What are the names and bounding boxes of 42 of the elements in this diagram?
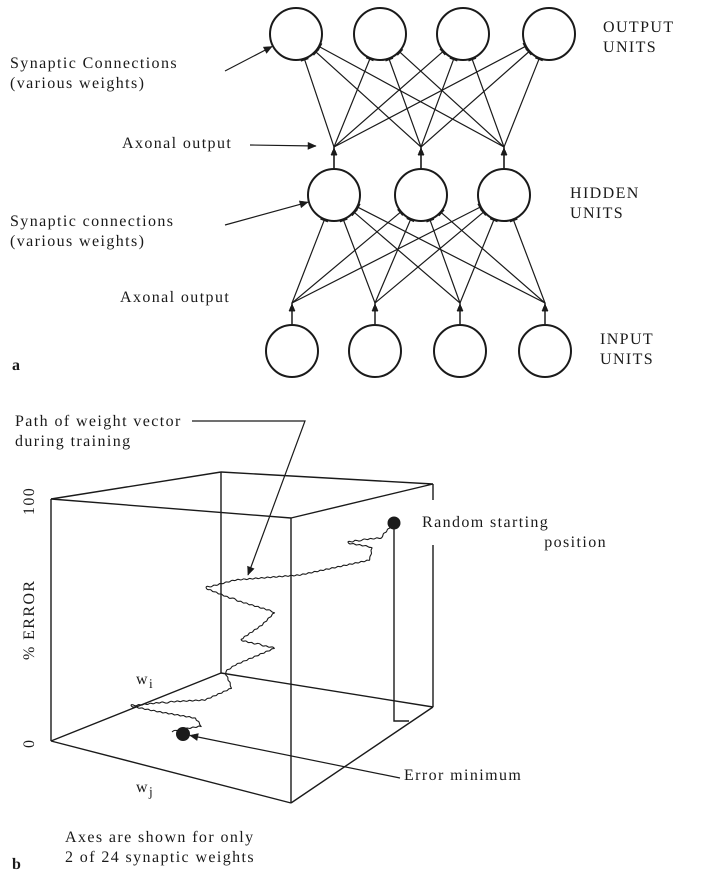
axis-tick-label: 0 <box>20 738 39 748</box>
leader-arrow <box>224 46 272 72</box>
callout-text: Synaptic connections (various weights) <box>10 212 210 252</box>
panel-letter: a <box>12 356 22 376</box>
callout-text: Synaptic Connections (various weights) <box>10 54 210 94</box>
minimum-dot <box>176 727 190 741</box>
axis-label: % ERROR <box>20 580 39 660</box>
connection-line <box>500 56 544 168</box>
panel-letter: b <box>12 855 22 875</box>
axis-tick-label: 100 <box>20 486 39 515</box>
callout-text: Axonal output <box>120 288 230 308</box>
unit-circle <box>269 7 323 61</box>
connection-line <box>509 218 548 324</box>
callout-text: Path of weight vector during training <box>15 412 215 452</box>
unit-circle <box>348 324 402 378</box>
unit-circle <box>353 7 407 61</box>
layer-label: INPUT UNITS <box>600 330 656 370</box>
unit-circle <box>433 324 487 378</box>
axis-variable-label: w$_{j}$ <box>136 778 154 802</box>
layer-label: HIDDEN UNITS <box>570 184 641 224</box>
unit-circle <box>522 7 576 61</box>
connection-line <box>288 202 483 324</box>
leader-arrow <box>192 420 306 576</box>
callout-text: Axonal output <box>122 134 247 154</box>
leader-arrow <box>224 200 308 226</box>
unit-circle <box>265 324 319 378</box>
connection-line <box>330 42 528 168</box>
unit-circle <box>518 324 572 378</box>
connection-line <box>456 218 498 324</box>
unit-circle <box>477 168 531 222</box>
axis-variable-label: w$_{i}$ <box>136 670 154 694</box>
unit-circle <box>436 7 490 61</box>
connection-line <box>372 208 487 324</box>
unit-circle <box>307 168 361 222</box>
leader-arrow <box>250 142 316 150</box>
leader-arrow <box>190 733 400 779</box>
callout-text: Error minimum <box>404 766 584 786</box>
note-text: Axes are shown for only 2 of 24 synaptic weights <box>65 828 256 868</box>
connection-line <box>418 48 532 168</box>
callout-text: Random starting position <box>422 513 607 553</box>
layer-label: OUTPUT UNITS <box>603 18 676 58</box>
unit-circle <box>394 168 448 222</box>
